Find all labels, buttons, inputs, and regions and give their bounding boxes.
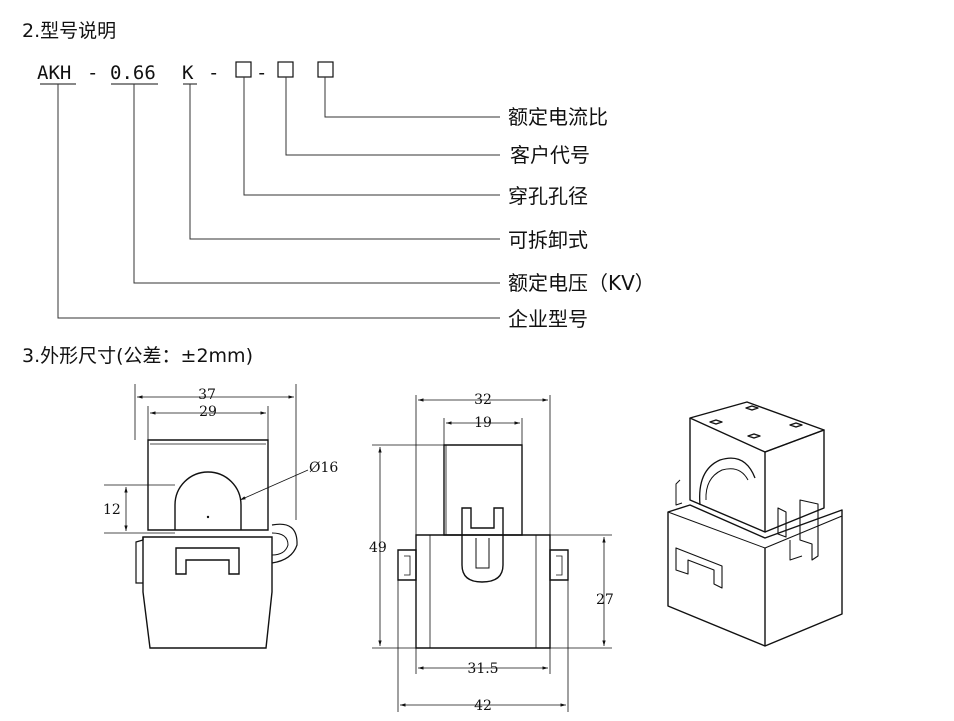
side-view [372,395,612,712]
label-rated-voltage: 额定电压（KV） [508,271,655,295]
label-rated-current-ratio: 额定电流比 [508,105,608,129]
dim-front-outer-width: 37 [198,387,216,403]
isometric-view [667,401,843,647]
dim-hole-diameter: Ø16 [309,460,338,476]
label-detachable: 可拆卸式 [508,228,588,252]
label-company-model: 企业型号 [508,307,588,331]
dim-front-inner-width: 29 [199,404,217,420]
code-type: K [182,62,194,84]
dim-side-total-width: 42 [474,698,492,714]
dim-side-base-width: 31.5 [467,661,498,677]
code-prefix: AKH [37,62,71,84]
section-title-dimensions: 3.外形尺寸(公差：±2mm) [22,345,253,367]
label-aperture: 穿孔孔径 [508,184,588,208]
dim-side-total-height: 49 [369,540,387,556]
leader-lines [57,77,500,319]
dim-side-lower-height: 27 [596,592,614,608]
label-customer-code: 客户代号 [510,143,590,167]
section-title-model: 2.型号说明 [22,20,117,42]
code-voltage: 0.66 [110,62,156,84]
code-separator-1: - [87,62,98,84]
code-separator-2: - [208,62,219,84]
dim-side-top-width: 32 [474,392,492,408]
model-code-diagram: AKH - 0.66 K - - 额定电流比 客户代号 穿孔孔径 可拆卸式 额定… [37,61,655,331]
dim-front-height: 12 [103,502,121,518]
dim-side-inner-width: 19 [474,415,492,431]
code-separator-3: - [256,62,267,84]
front-view [104,384,309,649]
